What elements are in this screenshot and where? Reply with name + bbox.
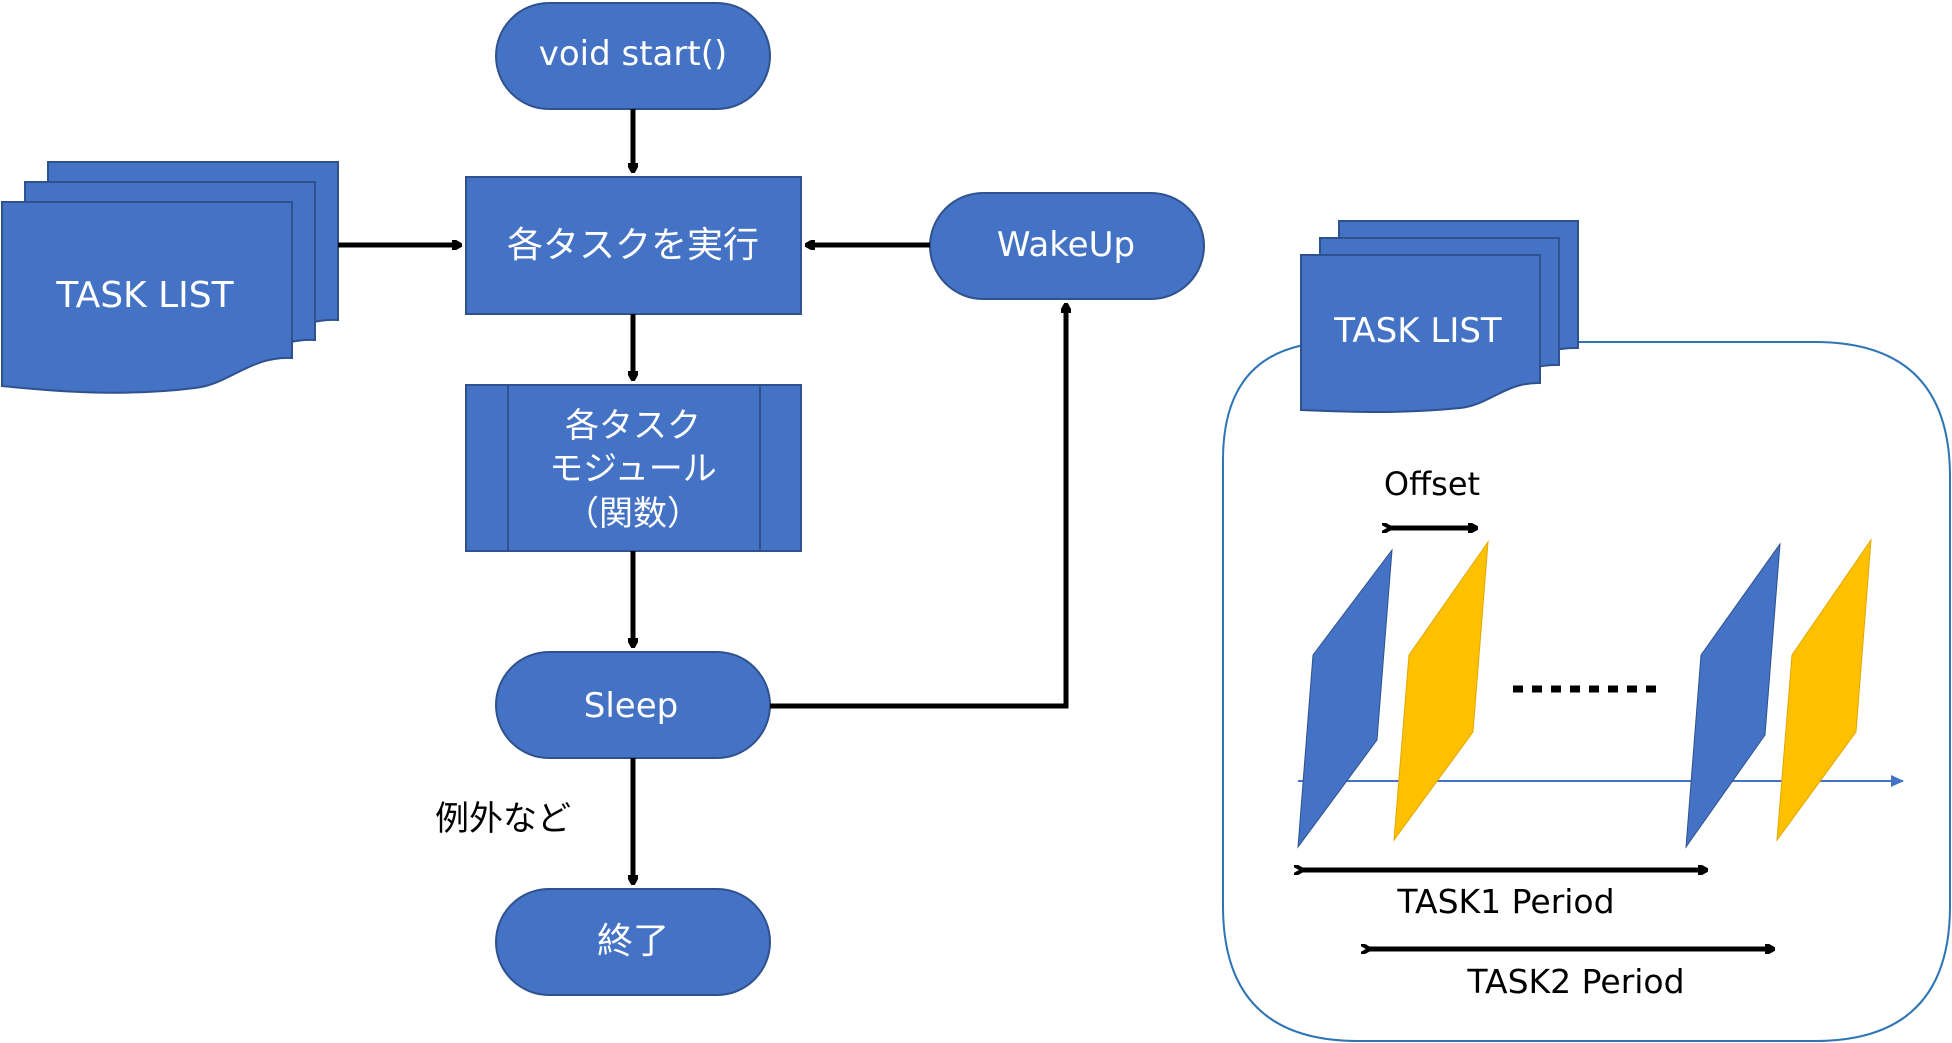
- start-label: void start(): [539, 34, 727, 74]
- timing-task-list-document-stack: TASK LIST: [1300, 220, 1579, 413]
- task1-period-label: TASK1 Period: [1396, 882, 1614, 921]
- task2-pulse-first: [1393, 540, 1489, 842]
- flow-arrows: [338, 109, 1066, 883]
- start-node: void start(): [495, 2, 771, 110]
- execute-label: 各タスクを実行: [507, 225, 759, 266]
- module-label-line-1: 各タスク: [565, 406, 701, 446]
- module-process-node: 各タスク モジュール （関数）: [465, 384, 802, 552]
- sleep-label: Sleep: [584, 686, 678, 726]
- task2-period-label: TASK2 Period: [1466, 962, 1684, 1001]
- end-label: 終了: [597, 921, 669, 962]
- sleep-node: Sleep: [495, 651, 771, 759]
- task1-pulse-first: [1297, 548, 1393, 849]
- arrow-sleep-to-wakeup: [770, 305, 1066, 709]
- wakeup-label: WakeUp: [997, 225, 1135, 265]
- task-list-document-stack: TASK LIST: [0, 161, 339, 394]
- module-label-line-2: モジュール: [549, 449, 717, 489]
- module-label-line-3: （関数）: [565, 494, 701, 534]
- task1-pulse-next: [1685, 542, 1781, 849]
- task2-pulse-next: [1776, 538, 1872, 842]
- task-list-label: TASK LIST: [55, 275, 234, 316]
- exception-label: 例外など: [435, 799, 571, 839]
- end-node: 終了: [495, 888, 771, 996]
- timing-task-list-label: TASK LIST: [1333, 311, 1502, 351]
- offset-label: Offset: [1384, 465, 1480, 503]
- wakeup-node: WakeUp: [929, 192, 1205, 300]
- execute-process-node: 各タスクを実行: [465, 176, 802, 315]
